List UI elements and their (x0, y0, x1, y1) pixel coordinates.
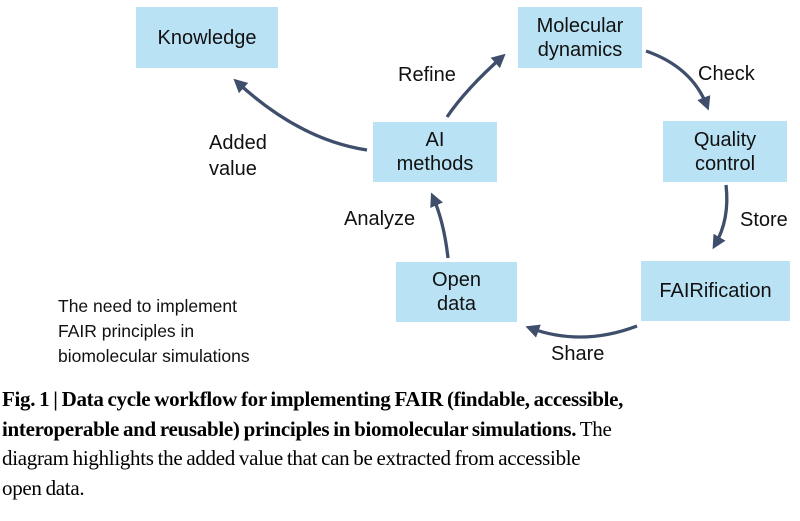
arrow-label-added-value: Added value (209, 132, 267, 180)
arrow-label-refine: Refine (398, 64, 456, 86)
arrow-label-analyze: Analyze (344, 208, 416, 230)
arrow-label-check: Check (698, 63, 755, 85)
caption-normal-text: The (576, 416, 612, 441)
arrow-qc-to-fair-store (712, 184, 729, 250)
arrow-label-store: Store (740, 209, 788, 231)
node-open-data: Open data (396, 262, 517, 322)
arrow-fair-to-open-share (525, 324, 638, 339)
arrow-open-to-ai-analyze (430, 192, 450, 259)
caption-line: interoperable and reusable) principles i… (2, 415, 798, 445)
arrow-ai-to-md-refine (445, 53, 506, 118)
caption-bold-text: interoperable and reusable) principles i… (2, 416, 577, 441)
caption-bold-text: Fig. 1 | Data cycle workflow for impleme… (2, 387, 624, 411)
node-knowledge: Knowledge (136, 7, 278, 68)
side-note-text: The need to implement FAIR principles in… (58, 296, 250, 366)
caption-line: Fig. 1 | Data cycle workflow for impleme… (2, 385, 798, 415)
arrow-label-share: Share (551, 343, 605, 365)
caption-line: diagram highlights the added value that … (2, 444, 798, 474)
data-cycle-diagram: Knowledge Molecular dynamics Quality con… (58, 7, 790, 366)
cycle-arrows (233, 49, 729, 339)
caption-normal-text: open data. (2, 475, 85, 500)
figure-caption: Fig. 1 | Data cycle workflow for impleme… (2, 385, 798, 503)
arrow-ai-to-knowledge-added-value (233, 78, 368, 152)
caption-normal-text: diagram highlights the added value that … (2, 446, 581, 470)
arrow-md-to-qc-check (645, 49, 711, 111)
node-ai-methods: AI methods (373, 122, 497, 182)
node-fairification: FAIRification (641, 261, 790, 321)
node-quality-control: Quality control (663, 121, 787, 182)
node-molecular-dynamics: Molecular dynamics (518, 7, 642, 68)
caption-line: open data. (2, 474, 798, 504)
